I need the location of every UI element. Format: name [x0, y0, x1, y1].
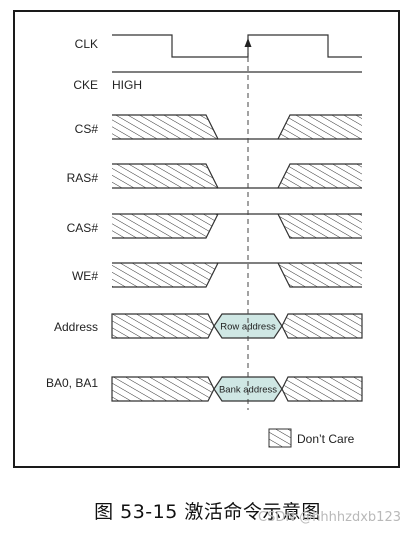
dont-care-legend-label: Don’t Care: [297, 432, 355, 446]
we-waveform: [112, 262, 362, 288]
cke-value: HIGH: [112, 78, 142, 92]
diagram-frame: [13, 10, 400, 468]
signal-label-cke: CKE: [73, 78, 98, 92]
timing-diagram: CLK CKE HIGH CS# RAS# CAS# WE# Address B…: [46, 34, 363, 448]
figure-caption: 图 53-15 激活命令示意图: [94, 501, 321, 523]
signal-label-address: Address: [54, 320, 98, 334]
watermark: CSDN @hhhhzdxb123: [258, 510, 401, 525]
ras-waveform: [112, 163, 362, 189]
signal-label-cas: CAS#: [67, 221, 99, 235]
cs-waveform: [112, 114, 362, 140]
cas-waveform: [112, 213, 362, 239]
signal-label-clk: CLK: [75, 37, 98, 51]
clk-edge-arrow: [244, 38, 252, 47]
clk-waveform: [112, 34, 362, 58]
signal-label-cs: CS#: [75, 122, 99, 136]
dont-care-legend-swatch: [268, 428, 292, 448]
signal-label-bank: BA0, BA1: [46, 376, 98, 390]
signal-label-we: WE#: [72, 269, 98, 283]
bank-waveform: [111, 376, 363, 402]
address-waveform: [111, 313, 363, 339]
signal-label-ras: RAS#: [67, 171, 99, 185]
